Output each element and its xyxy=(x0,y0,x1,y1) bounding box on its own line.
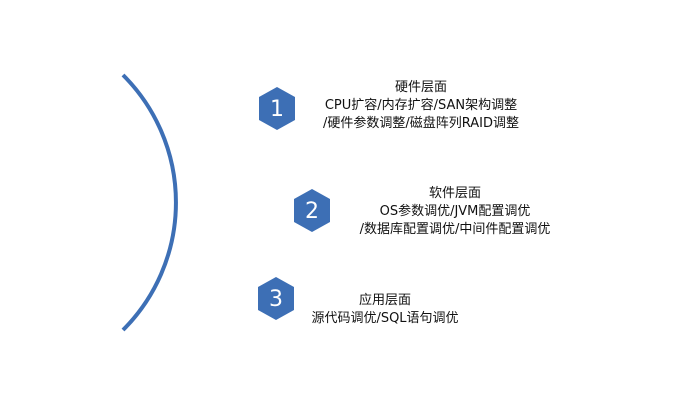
hexagon-shape xyxy=(294,189,330,232)
layer-title: 硬件层面 xyxy=(394,80,447,95)
hexagon-number: 1 xyxy=(270,97,284,122)
layer-1-hexagon: 1 xyxy=(259,87,295,130)
layer-detail-line: /数据库配置调优/中间件配置调优 xyxy=(359,222,551,237)
hexagon-shape xyxy=(258,277,294,320)
layer-title: 软件层面 xyxy=(428,186,481,201)
layer-title: 应用层面 xyxy=(358,293,411,308)
hexagon-number: 2 xyxy=(305,199,319,224)
layer-2-hexagon: 2 xyxy=(294,189,330,232)
layer-detail-line: OS参数调优/JVM配置调优 xyxy=(379,204,531,219)
connector-arc xyxy=(121,73,178,332)
layer-3-hexagon: 3 xyxy=(258,277,294,320)
layer-detail-line: /硬件参数调整/磁盘阵列RAID调整 xyxy=(322,116,519,131)
layer-3-text: 应用层面 源代码调优/SQL语句调优 xyxy=(300,292,470,328)
hexagon-number: 3 xyxy=(269,287,283,312)
layer-detail-line: 源代码调优/SQL语句调优 xyxy=(311,311,459,326)
hexagon-shape xyxy=(259,87,295,130)
layer-2-text: 软件层面 OS参数调优/JVM配置调优 /数据库配置调优/中间件配置调优 xyxy=(340,185,570,239)
layer-detail-line: CPU扩容/内存扩容/SAN架构调整 xyxy=(324,98,518,113)
layer-1-text: 硬件层面 CPU扩容/内存扩容/SAN架构调整 /硬件参数调整/磁盘阵列RAID… xyxy=(306,79,536,133)
